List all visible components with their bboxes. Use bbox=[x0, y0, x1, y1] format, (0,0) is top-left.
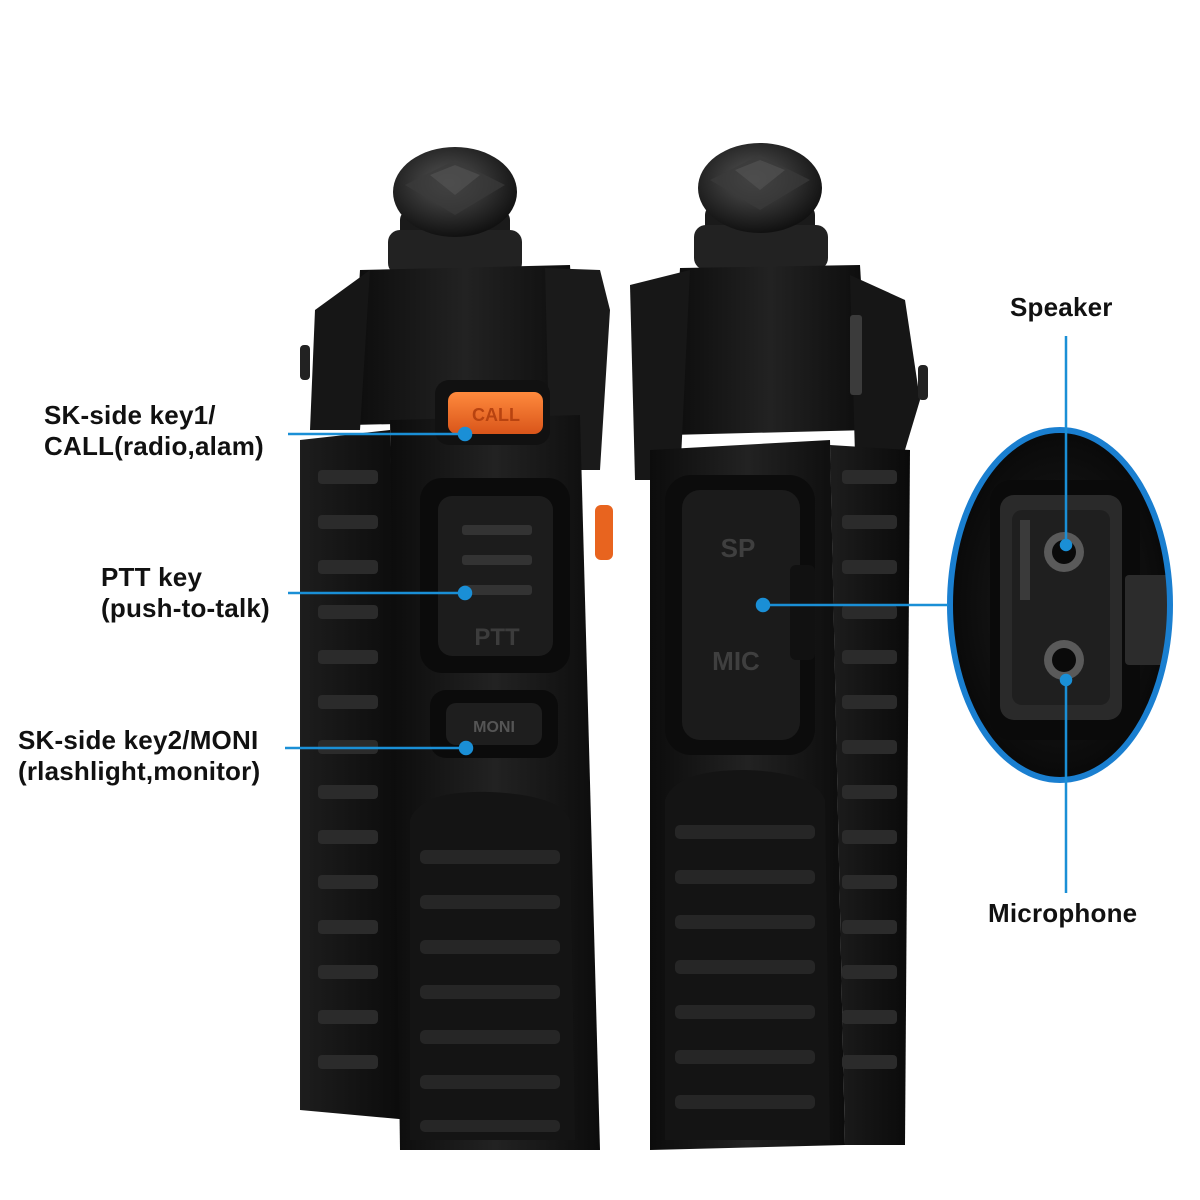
callout-side-key2-line2: (rlashlight,monitor) bbox=[18, 756, 261, 786]
ptt-button: PTT bbox=[420, 478, 570, 673]
callout-lines bbox=[285, 336, 1073, 893]
antenna-knob-left bbox=[388, 147, 522, 275]
callout-side-key2-line1: SK-side key2/MONI bbox=[18, 725, 259, 755]
callout-side-key1-line2: CALL(radio,alam) bbox=[44, 431, 264, 461]
radio-right: SP MIC bbox=[630, 143, 928, 1150]
speaker-jack bbox=[1044, 532, 1084, 572]
moni-button: MONI bbox=[430, 690, 558, 758]
jack-cover-sp-text: SP bbox=[721, 533, 756, 563]
callout-ptt-key-line1: PTT key bbox=[101, 562, 203, 592]
battery-grip-left bbox=[410, 791, 575, 1140]
antenna-knob-right bbox=[694, 143, 828, 270]
microphone-jack bbox=[1044, 640, 1084, 680]
callout-side-key1: SK-side key1/ CALL(radio,alam) bbox=[44, 400, 264, 462]
radio-left: CALL PTT MONI bbox=[300, 147, 613, 1150]
zoom-inset bbox=[947, 427, 1173, 783]
callout-side-key1-line1: SK-side key1/ bbox=[44, 400, 216, 430]
callout-microphone: Microphone bbox=[988, 898, 1138, 928]
callout-ptt-key: PTT key (push-to-talk) bbox=[101, 562, 270, 624]
callout-side-key2: SK-side key2/MONI (rlashlight,monitor) bbox=[18, 725, 260, 787]
ptt-button-text: PTT bbox=[474, 624, 520, 651]
callout-ptt-key-line2: (push-to-talk) bbox=[101, 593, 270, 623]
battery-grip-right bbox=[665, 770, 830, 1140]
jack-cover: SP MIC bbox=[665, 475, 815, 755]
jack-cover-mic-text: MIC bbox=[712, 646, 760, 676]
callout-speaker: Speaker bbox=[1010, 292, 1113, 322]
moni-button-text: MONI bbox=[473, 719, 515, 736]
call-button-text: CALL bbox=[472, 405, 520, 425]
